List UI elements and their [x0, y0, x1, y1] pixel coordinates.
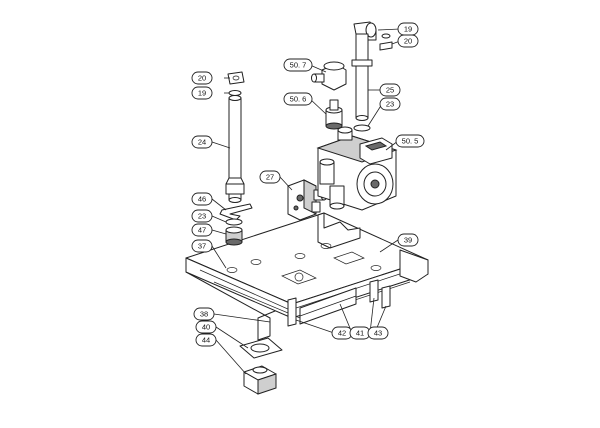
base-frame: [185, 212, 429, 341]
callout-label: 19: [404, 25, 412, 34]
callout-27: 27: [259, 170, 281, 184]
callout-42: 42: [331, 326, 353, 340]
callout-38: 38: [193, 307, 215, 321]
left-pipe-assembly: [219, 71, 253, 246]
callout-19-left: 19: [191, 86, 213, 100]
callout-23-right: 23: [379, 97, 401, 111]
callout-43: 43: [367, 326, 389, 340]
callout-label: 46: [198, 195, 206, 204]
callout-label: 37: [198, 242, 206, 251]
callout-50-7: 50. 7: [283, 58, 313, 72]
callout-50-5: 50. 5: [395, 134, 425, 148]
callout-37: 37: [191, 239, 213, 253]
air-vent-assembly: [311, 61, 347, 130]
callout-label: 24: [198, 138, 206, 147]
callout-label: 41: [356, 329, 364, 338]
callout-label: 50. 5: [402, 137, 419, 146]
callout-46: 46: [191, 192, 213, 206]
callout-label: 43: [374, 329, 382, 338]
callout-label: 23: [386, 100, 394, 109]
callout-40: 40: [195, 320, 217, 334]
callout-label: 38: [200, 310, 208, 319]
callout-label: 19: [198, 89, 206, 98]
callout-19-top-right: 19: [397, 22, 419, 36]
callout-label: 20: [198, 74, 206, 83]
callout-label: 27: [266, 173, 274, 182]
callout-50-6: 50. 6: [283, 92, 313, 106]
gasket-plate: [239, 337, 283, 359]
callout-label: 20: [404, 37, 412, 46]
callout-label: 50. 6: [290, 95, 307, 104]
callout-20-top-right: 20: [397, 34, 419, 48]
callout-label: 25: [386, 86, 394, 95]
sensor-block: [243, 365, 277, 395]
leader-lines: [211, 28, 401, 375]
callout-label: 50. 7: [290, 61, 307, 70]
callout-23-left: 23: [191, 209, 213, 223]
callout-label: 44: [202, 336, 210, 345]
callout-label: 47: [198, 226, 206, 235]
pump-assembly: [316, 126, 398, 211]
valve-block: [287, 179, 328, 221]
callout-label: 40: [202, 323, 210, 332]
callout-47: 47: [191, 223, 213, 237]
callout-label: 42: [338, 329, 346, 338]
callout-39: 39: [397, 233, 419, 247]
callout-41: 41: [349, 326, 371, 340]
callout-25: 25: [379, 83, 401, 97]
callout-24: 24: [191, 135, 213, 149]
right-pipe-assembly: [351, 21, 393, 132]
callout-label: 39: [404, 236, 412, 245]
callout-44: 44: [195, 333, 217, 347]
callout-label: 23: [198, 212, 206, 221]
callout-20-left: 20: [191, 71, 213, 85]
